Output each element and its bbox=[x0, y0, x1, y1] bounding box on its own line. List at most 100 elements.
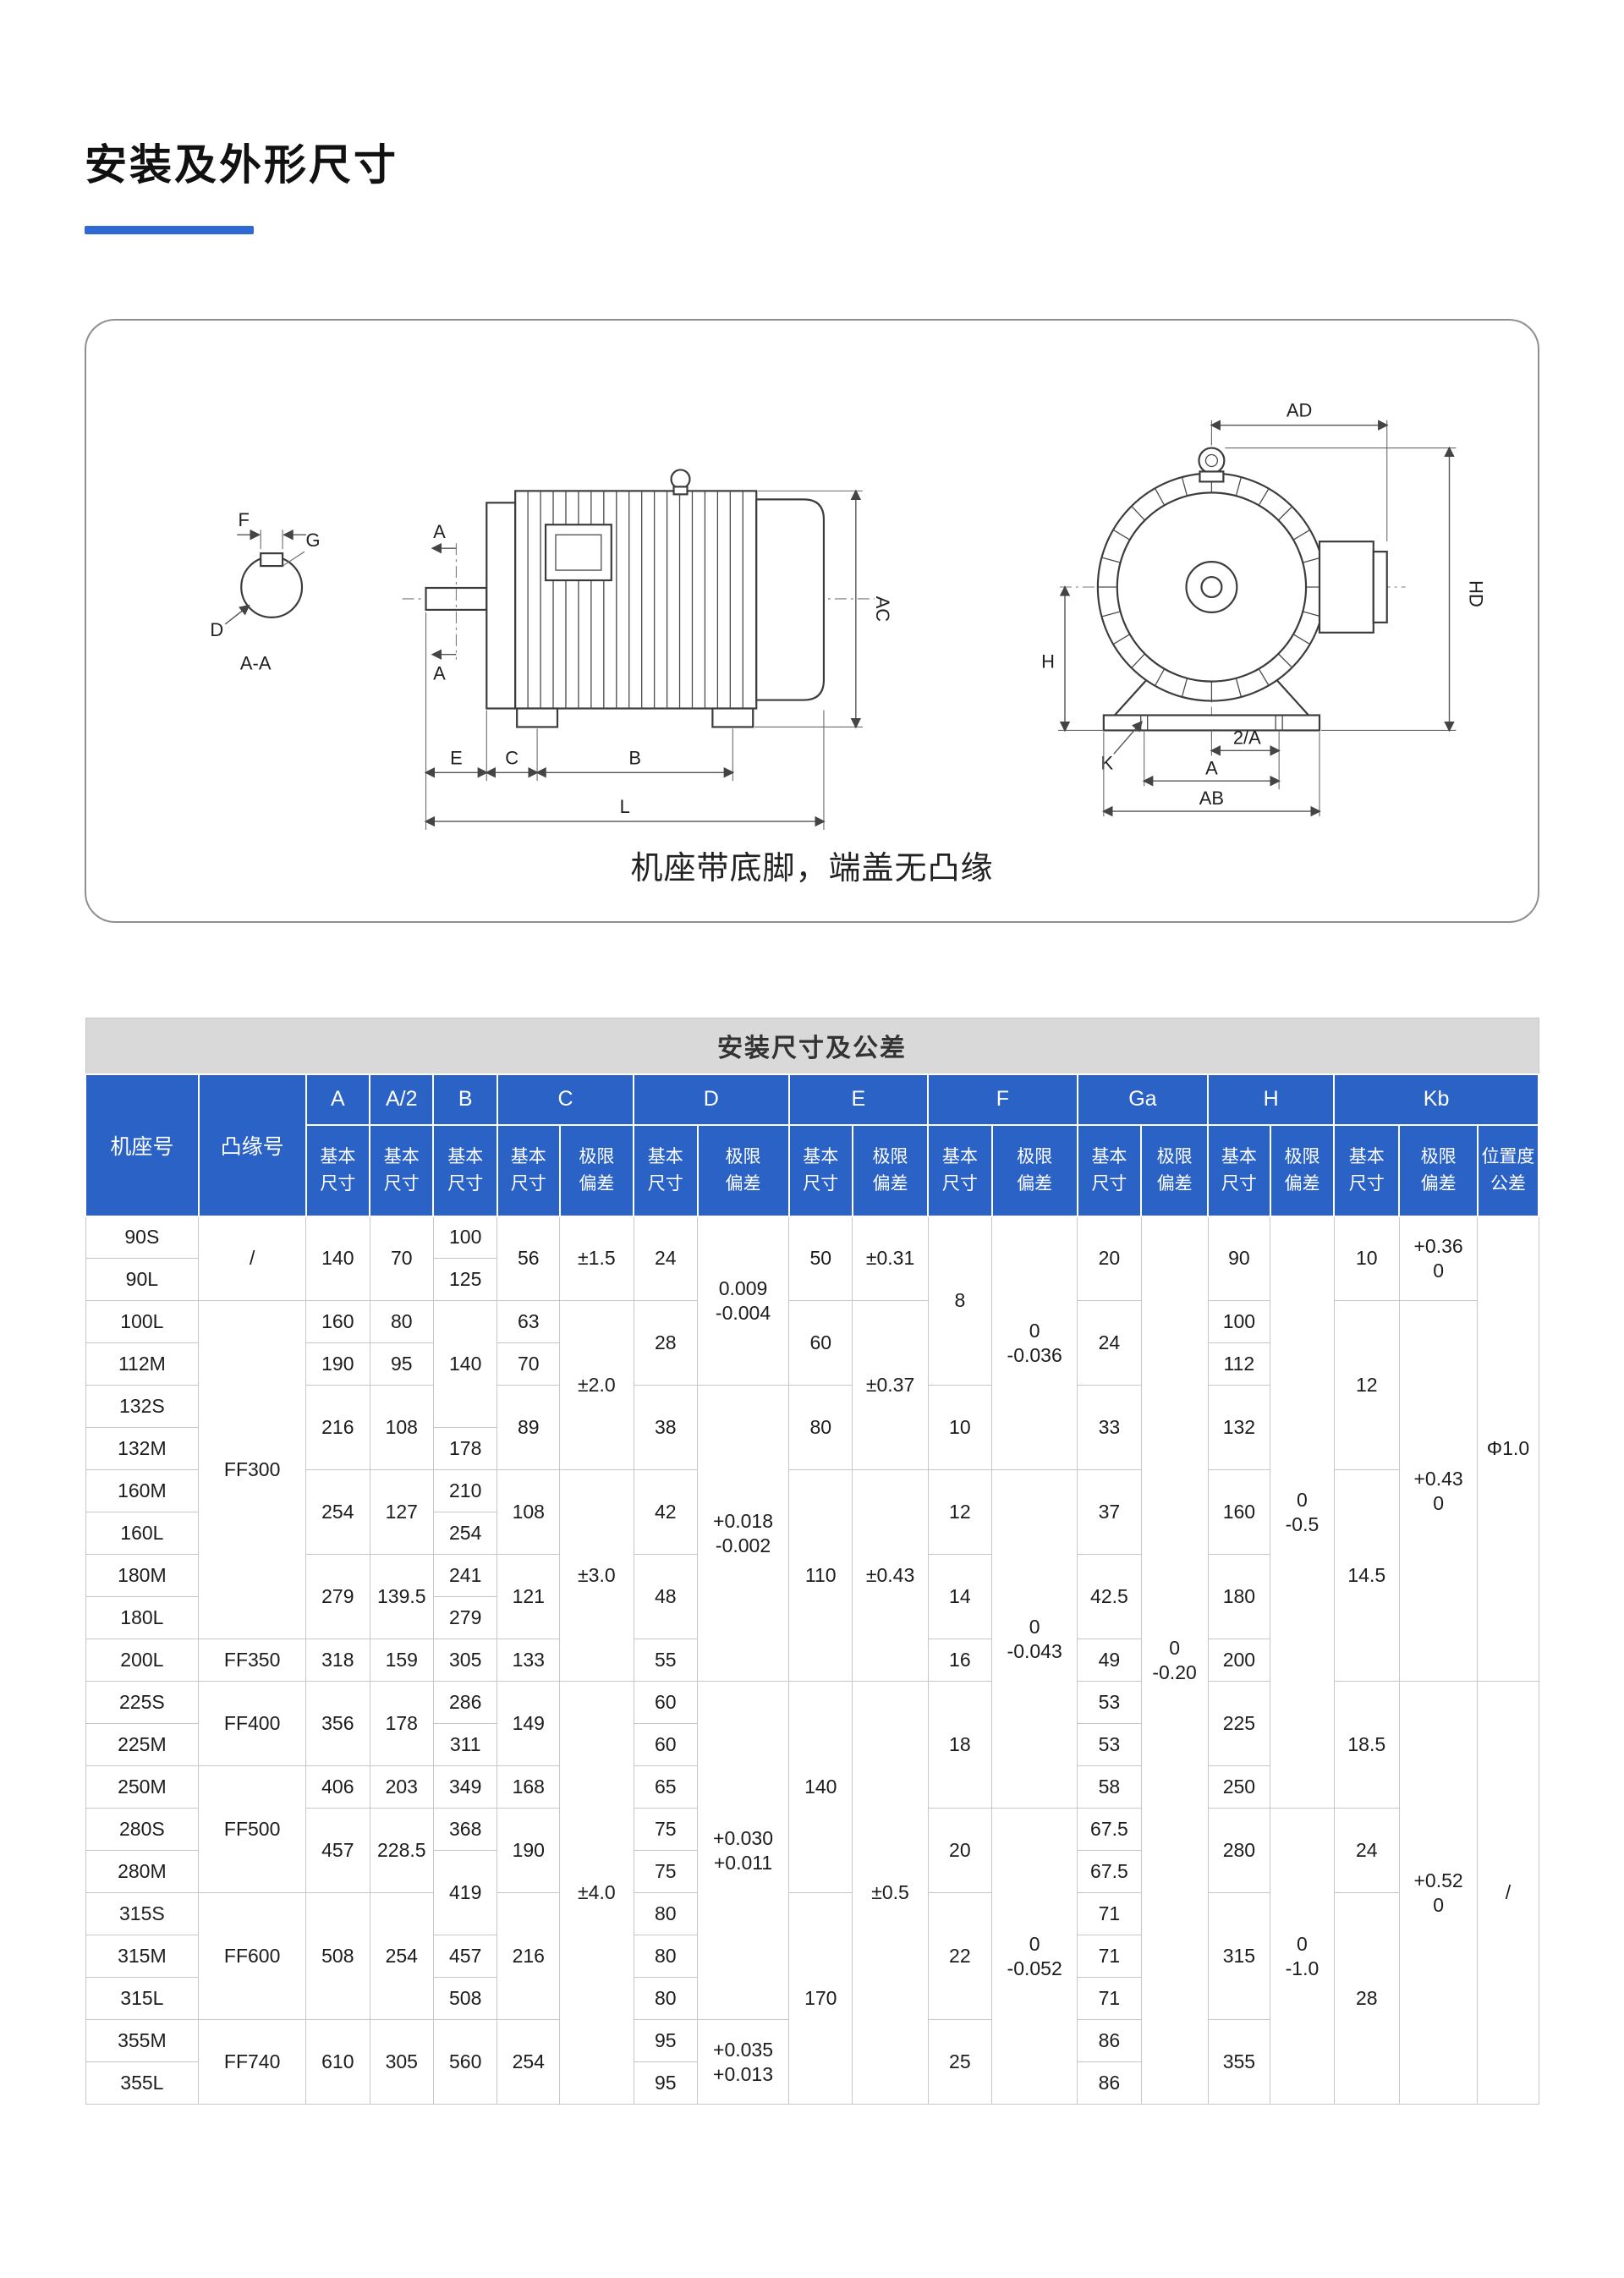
cell-Hb: 250 bbox=[1207, 1765, 1271, 1809]
cell-Gab: 33 bbox=[1077, 1385, 1142, 1470]
cell-A2: 178 bbox=[369, 1681, 434, 1766]
frame-cell: 250M bbox=[85, 1765, 200, 1809]
cell-Dd: +0.030 +0.011 bbox=[697, 1681, 790, 2020]
cell-Fb: 16 bbox=[927, 1639, 993, 1682]
cell-Hb: 180 bbox=[1207, 1554, 1271, 1639]
cell-Eb: 140 bbox=[788, 1681, 853, 1893]
cell-Kbb: 10 bbox=[1333, 1216, 1400, 1301]
frame-cell: 225S bbox=[85, 1681, 200, 1724]
cell-Db: 60 bbox=[633, 1723, 699, 1766]
group-header-D: D bbox=[633, 1073, 790, 1126]
sub-header-H-basic: 基本 尺寸 bbox=[1207, 1123, 1271, 1217]
cell-flange: FF400 bbox=[198, 1681, 307, 1766]
sub-header-E-dev: 极限 偏差 bbox=[851, 1123, 930, 1217]
cell-Cd: ±4.0 bbox=[559, 1681, 634, 2105]
group-header-B: B bbox=[432, 1073, 498, 1126]
section-view-title: A-A bbox=[240, 653, 272, 674]
page: 安装及外形尺寸 F G D A-A bbox=[85, 141, 1540, 2105]
frame-cell: 100L bbox=[85, 1300, 200, 1343]
cell-Gab: 71 bbox=[1077, 1892, 1142, 1935]
sub-header-A2-basic: 基本 尺寸 bbox=[369, 1123, 435, 1217]
cell-Gad: 0 -0.20 bbox=[1140, 1216, 1209, 2105]
frame-cell: 280M bbox=[85, 1850, 200, 1893]
cell-Gab: 24 bbox=[1077, 1300, 1142, 1386]
cell-Fb: 20 bbox=[927, 1808, 993, 1893]
cell-Eb: 80 bbox=[788, 1385, 853, 1470]
frame-cell: 132S bbox=[85, 1385, 200, 1428]
title-accent-bar bbox=[85, 226, 254, 234]
group-header-F: F bbox=[927, 1073, 1078, 1126]
cell-Hd: 0 -1.0 bbox=[1270, 1808, 1335, 2105]
cell-B: 560 bbox=[432, 2019, 498, 2105]
cell-Gab: 49 bbox=[1077, 1639, 1142, 1682]
frame-cell: 355M bbox=[85, 2019, 200, 2062]
dim-label-hd: HD bbox=[1465, 580, 1486, 607]
cell-A2: 70 bbox=[369, 1216, 434, 1301]
cell-B: 241 bbox=[432, 1554, 498, 1597]
motor-side-view: A A AC E C B L bbox=[402, 469, 893, 831]
cell-Eb: 60 bbox=[788, 1300, 853, 1386]
cell-Hb: 160 bbox=[1207, 1469, 1271, 1555]
dim-label-l: L bbox=[620, 796, 630, 817]
cell-Fb: 25 bbox=[927, 2019, 993, 2105]
dim-label-a: A bbox=[1205, 757, 1218, 778]
cell-Cb: 168 bbox=[497, 1765, 561, 1809]
cell-flange: FF300 bbox=[198, 1300, 307, 1639]
cell-Kbd: +0.36 0 bbox=[1398, 1216, 1479, 1301]
cell-Cb: 149 bbox=[497, 1681, 561, 1766]
cell-A: 356 bbox=[305, 1681, 370, 1766]
cell-Hb: 132 bbox=[1207, 1385, 1271, 1470]
cell-A2: 254 bbox=[369, 1892, 434, 2020]
cell-B: 210 bbox=[432, 1469, 498, 1512]
dim-label-ad: AD bbox=[1287, 400, 1312, 421]
cell-Db: 48 bbox=[633, 1554, 699, 1639]
sub-header-E-basic: 基本 尺寸 bbox=[787, 1123, 853, 1217]
cell-B: 311 bbox=[432, 1723, 498, 1766]
dim-label-ac: AC bbox=[872, 596, 893, 622]
cell-Cb: 56 bbox=[497, 1216, 561, 1301]
frame-cell: 355L bbox=[85, 2061, 200, 2105]
cell-Gab: 53 bbox=[1077, 1681, 1142, 1724]
cell-Kbd: +0.52 0 bbox=[1398, 1681, 1479, 2105]
cell-Gab: 42.5 bbox=[1077, 1554, 1142, 1639]
cell-Cb: 216 bbox=[497, 1892, 561, 2020]
sub-header-Ga-basic: 基本 尺寸 bbox=[1076, 1123, 1143, 1217]
header-sub-row: 基本 尺寸 基本 尺寸 基本 尺寸 基本 尺寸 极限 偏差 基本 尺寸 极限 偏… bbox=[85, 1123, 1540, 1217]
cell-Db: 75 bbox=[633, 1850, 699, 1893]
cell-Hb: 100 bbox=[1207, 1300, 1271, 1343]
sub-header-Kb-dev: 极限 偏差 bbox=[1398, 1123, 1479, 1217]
cell-Cd: ±3.0 bbox=[559, 1469, 634, 1682]
dim-label-a-bottom: A bbox=[433, 663, 446, 684]
cell-A2: 108 bbox=[369, 1385, 434, 1470]
cell-A: 254 bbox=[305, 1469, 370, 1555]
cell-Fb: 22 bbox=[927, 1892, 993, 2020]
cell-A: 279 bbox=[305, 1554, 370, 1639]
motor-front-view: AD HD H K 2/A bbox=[1041, 400, 1486, 817]
cell-Gab: 37 bbox=[1077, 1469, 1142, 1555]
frame-cell: 160M bbox=[85, 1469, 200, 1512]
sub-header-F-basic: 基本 尺寸 bbox=[927, 1123, 993, 1217]
sub-header-D-dev: 极限 偏差 bbox=[696, 1123, 790, 1217]
cell-Fb: 12 bbox=[927, 1469, 993, 1555]
sub-header-B-basic: 基本 尺寸 bbox=[432, 1123, 498, 1217]
cell-flange: / bbox=[198, 1216, 307, 1301]
motor-dimension-drawing: F G D A-A bbox=[210, 400, 1486, 831]
cell-Fb: 14 bbox=[927, 1554, 993, 1639]
frame-cell: 315S bbox=[85, 1892, 200, 1935]
cell-Ed: ±0.37 bbox=[852, 1300, 929, 1470]
cell-Hb: 200 bbox=[1207, 1639, 1271, 1682]
cell-Db: 95 bbox=[633, 2019, 699, 2062]
cell-Gab: 53 bbox=[1077, 1723, 1142, 1766]
group-header-A: A bbox=[304, 1073, 371, 1126]
cell-Cb: 63 bbox=[497, 1300, 561, 1343]
group-header-A2: A/2 bbox=[369, 1073, 435, 1126]
cell-Kbb: 12 bbox=[1333, 1300, 1400, 1470]
sub-header-H-dev: 极限 偏差 bbox=[1269, 1123, 1336, 1217]
page-title: 安装及外形尺寸 bbox=[85, 141, 398, 189]
